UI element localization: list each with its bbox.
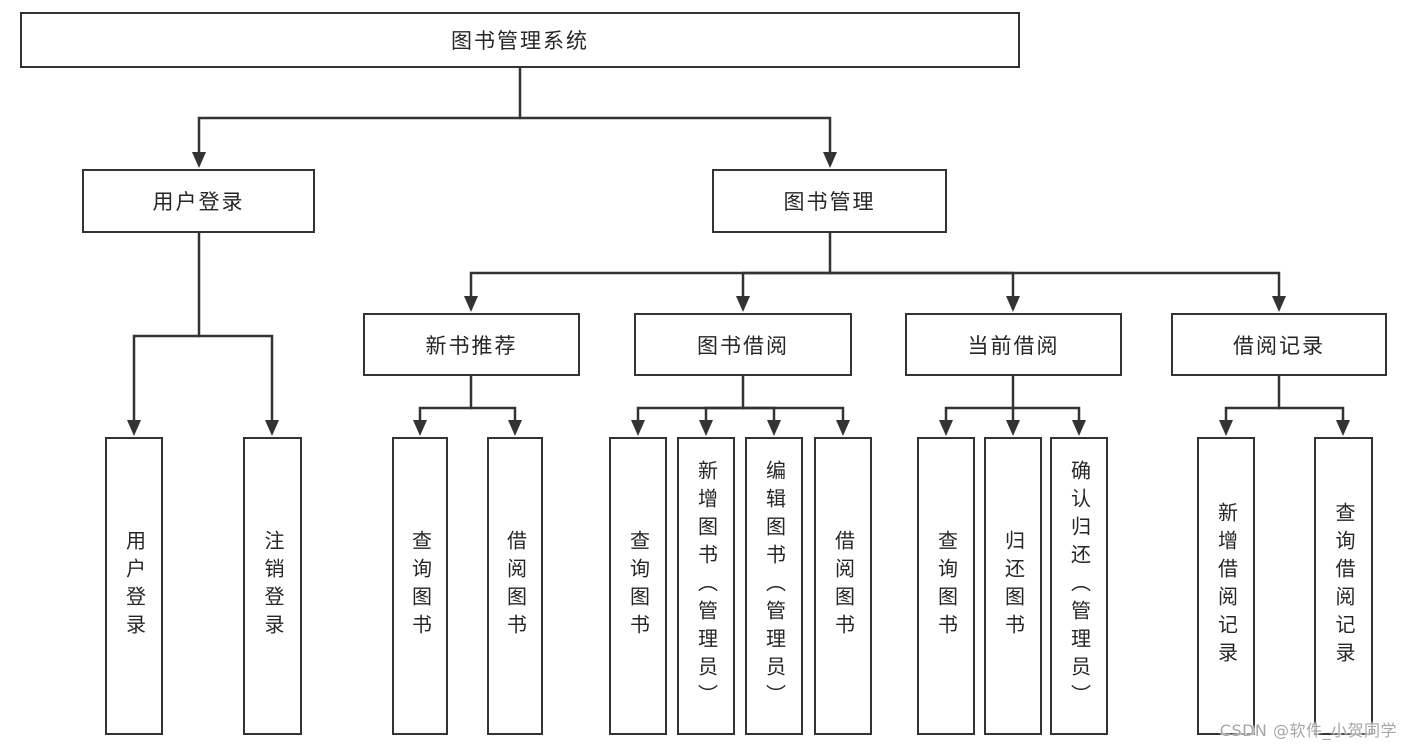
node-user-login: 用户登录 [82,169,315,233]
leaf-borrow-books: 借阅图书 [814,437,872,735]
node-borrowing-records: 借阅记录 [1171,313,1387,376]
leaf-add-borrow-record: 新增借阅记录 [1197,437,1255,735]
leaf-borrow-books-recommend-label: 借阅图书 [503,530,528,642]
leaf-logout: 注销登录 [243,437,302,735]
leaf-add-borrow-record-label: 新增借阅记录 [1214,502,1239,670]
leaf-edit-books-admin-label: 编辑图书（管理员） [762,460,787,712]
leaf-query-borrow-record: 查询借阅记录 [1314,437,1373,735]
leaf-query-books-current-label: 查询图书 [934,530,959,642]
leaf-return-books: 归还图书 [984,437,1042,735]
leaf-query-books-recommend-label: 查询图书 [408,530,433,642]
leaf-confirm-return-admin-label: 确认归还（管理员） [1067,460,1092,712]
node-book-borrowing: 图书借阅 [634,313,852,376]
leaf-add-books-admin-label: 新增图书（管理员） [694,460,719,712]
csdn-watermark: CSDN @软件_小贺同学 [1219,721,1397,740]
node-current-borrowing: 当前借阅 [905,313,1122,376]
leaf-query-books-recommend: 查询图书 [392,437,448,735]
leaf-logout-label: 注销登录 [261,530,285,642]
leaf-query-borrow-record-label: 查询借阅记录 [1332,502,1356,670]
node-new-book-recommend: 新书推荐 [363,313,580,376]
leaf-edit-books-admin: 编辑图书（管理员） [745,437,803,735]
leaf-borrow-books-label: 借阅图书 [831,530,856,642]
leaf-query-books-borrow: 查询图书 [609,437,667,735]
leaf-query-books-current: 查询图书 [917,437,975,735]
leaf-query-books-borrow-label: 查询图书 [626,530,651,642]
leaf-user-login: 用户登录 [105,437,163,735]
leaf-confirm-return-admin: 确认归还（管理员） [1050,437,1108,735]
leaf-return-books-label: 归还图书 [1001,530,1026,642]
node-book-management: 图书管理 [712,169,947,233]
leaf-user-login-label: 用户登录 [122,530,147,642]
leaf-borrow-books-recommend: 借阅图书 [487,437,543,735]
node-library-management-system: 图书管理系统 [20,12,1020,68]
leaf-add-books-admin: 新增图书（管理员） [677,437,735,735]
